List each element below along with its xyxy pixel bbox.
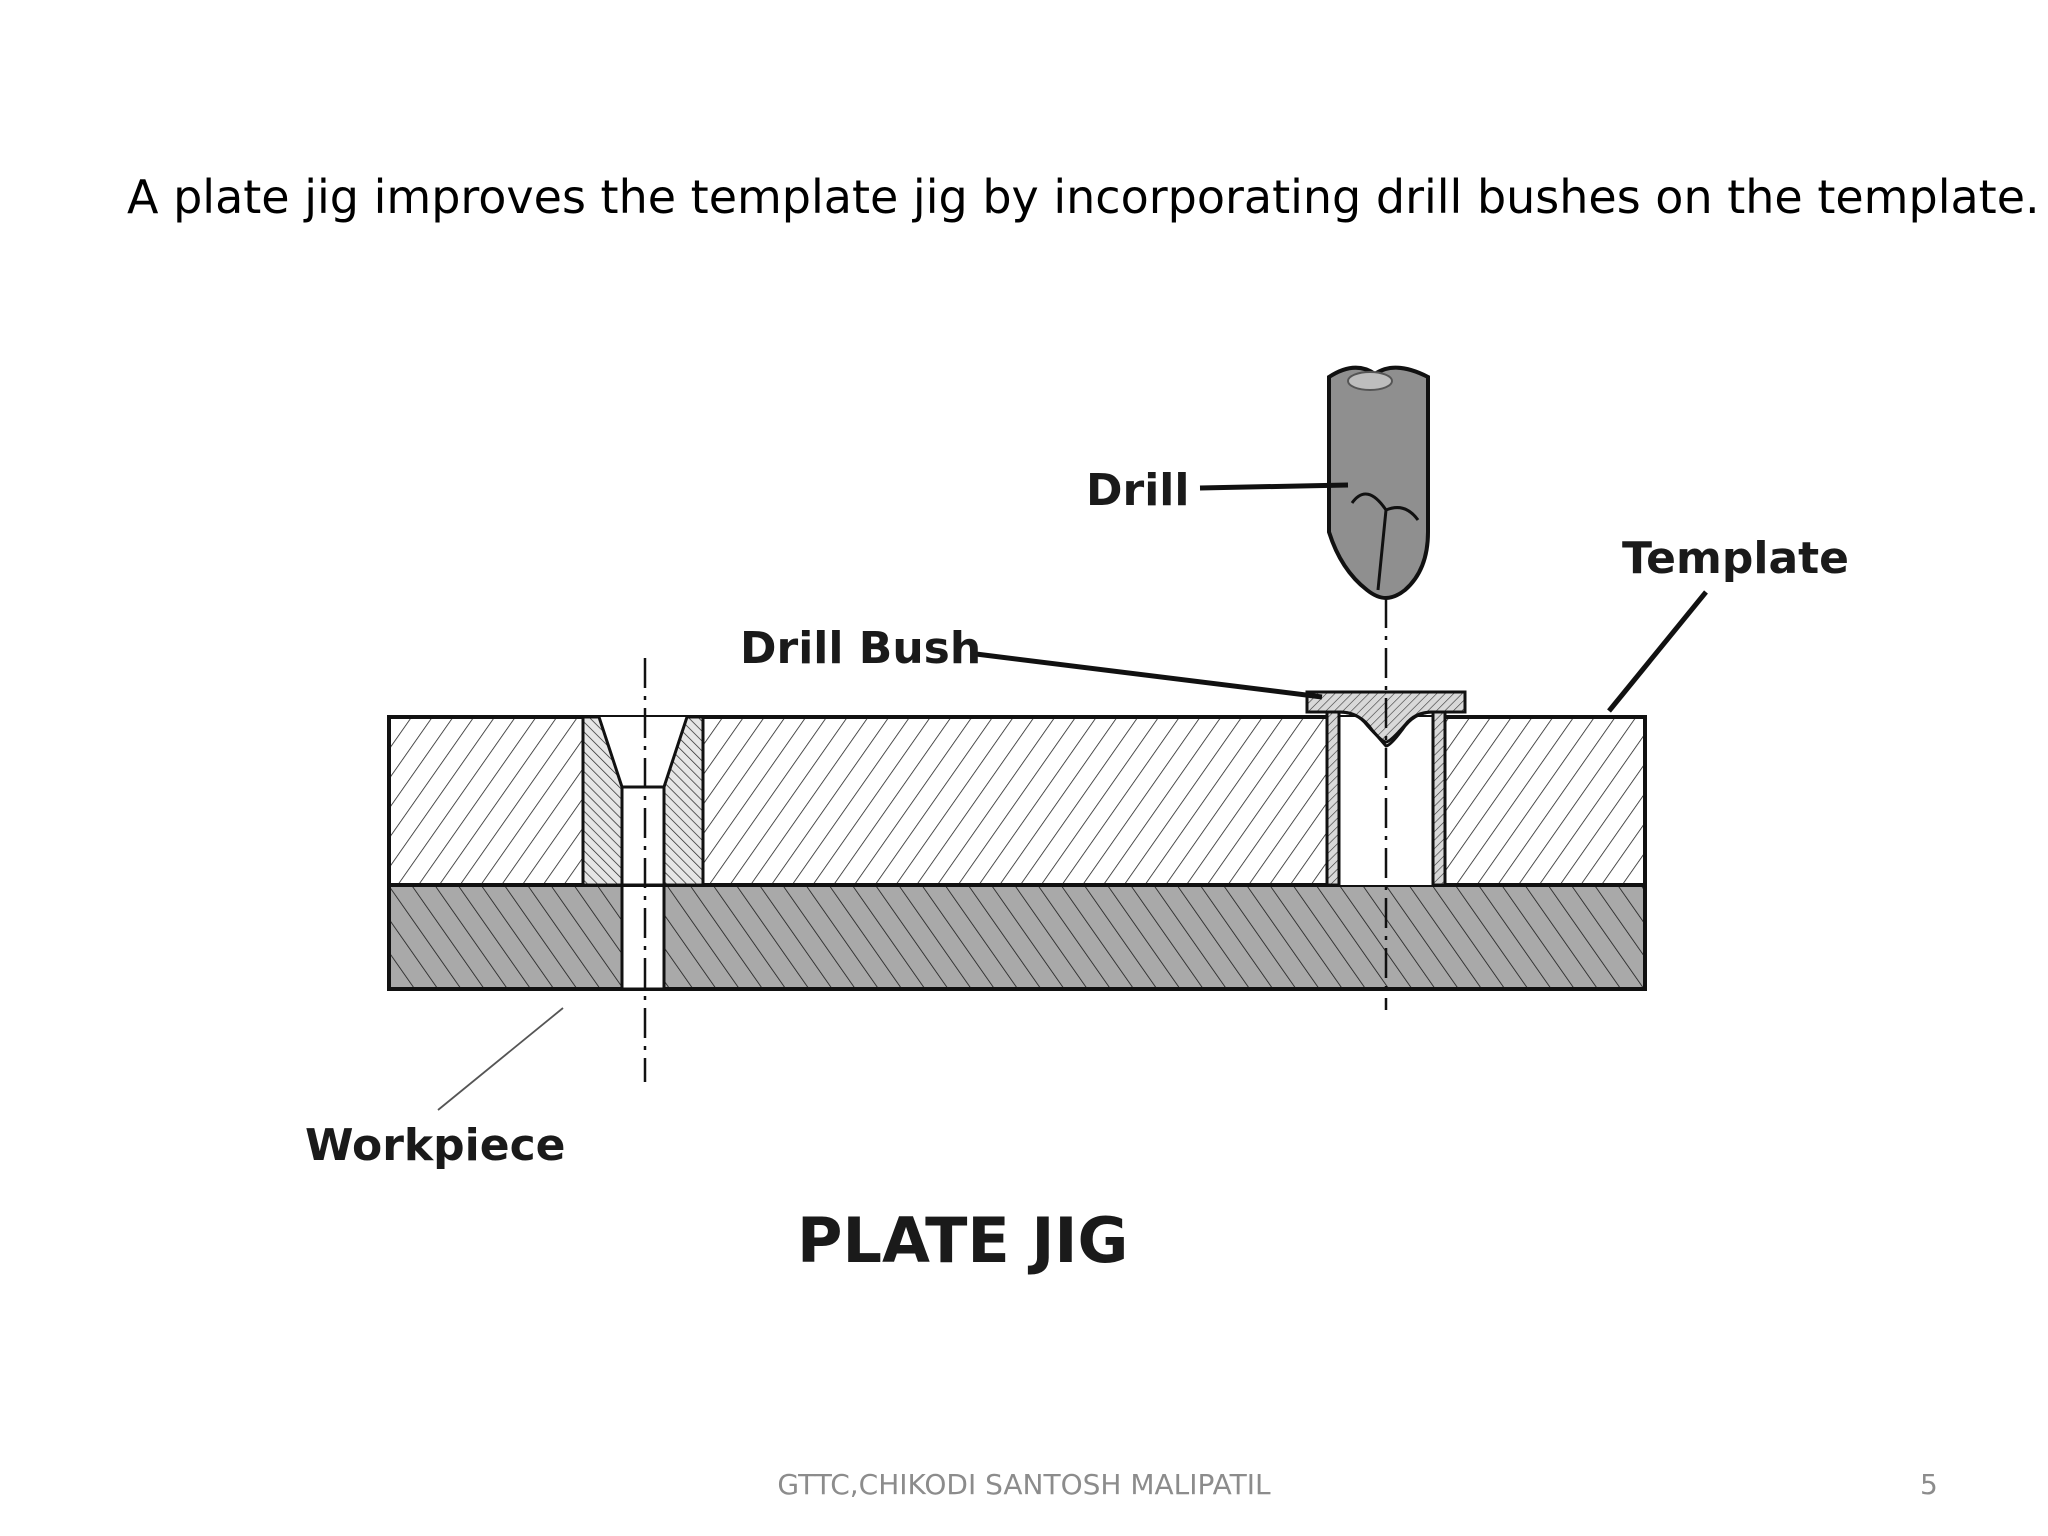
leader-lines xyxy=(437,482,1708,1111)
slide-page-number: 5 xyxy=(1920,1468,1938,1501)
drill xyxy=(1327,365,1430,601)
template-plate xyxy=(387,715,1647,887)
drill-bush-label: Drill Bush xyxy=(740,623,981,674)
center-lines xyxy=(643,598,1388,1082)
drill-label: Drill xyxy=(1086,465,1189,516)
drill-bush-leader xyxy=(975,651,1323,700)
drill-bush xyxy=(1305,690,1467,887)
workpiece-leader xyxy=(437,1007,564,1111)
workpiece-label: Workpiece xyxy=(305,1120,566,1171)
template-leader xyxy=(1607,590,1708,713)
drill-leader xyxy=(1199,482,1349,491)
slide-body-text: A plate jig improves the template jig by… xyxy=(127,170,2040,224)
diagram-caption: PLATE JIG xyxy=(797,1204,1128,1277)
slide-footer: GTTC,CHIKODI SANTOSH MALIPATIL xyxy=(777,1468,1271,1501)
workpiece xyxy=(387,883,1647,991)
template-label: Template xyxy=(1622,533,1849,584)
